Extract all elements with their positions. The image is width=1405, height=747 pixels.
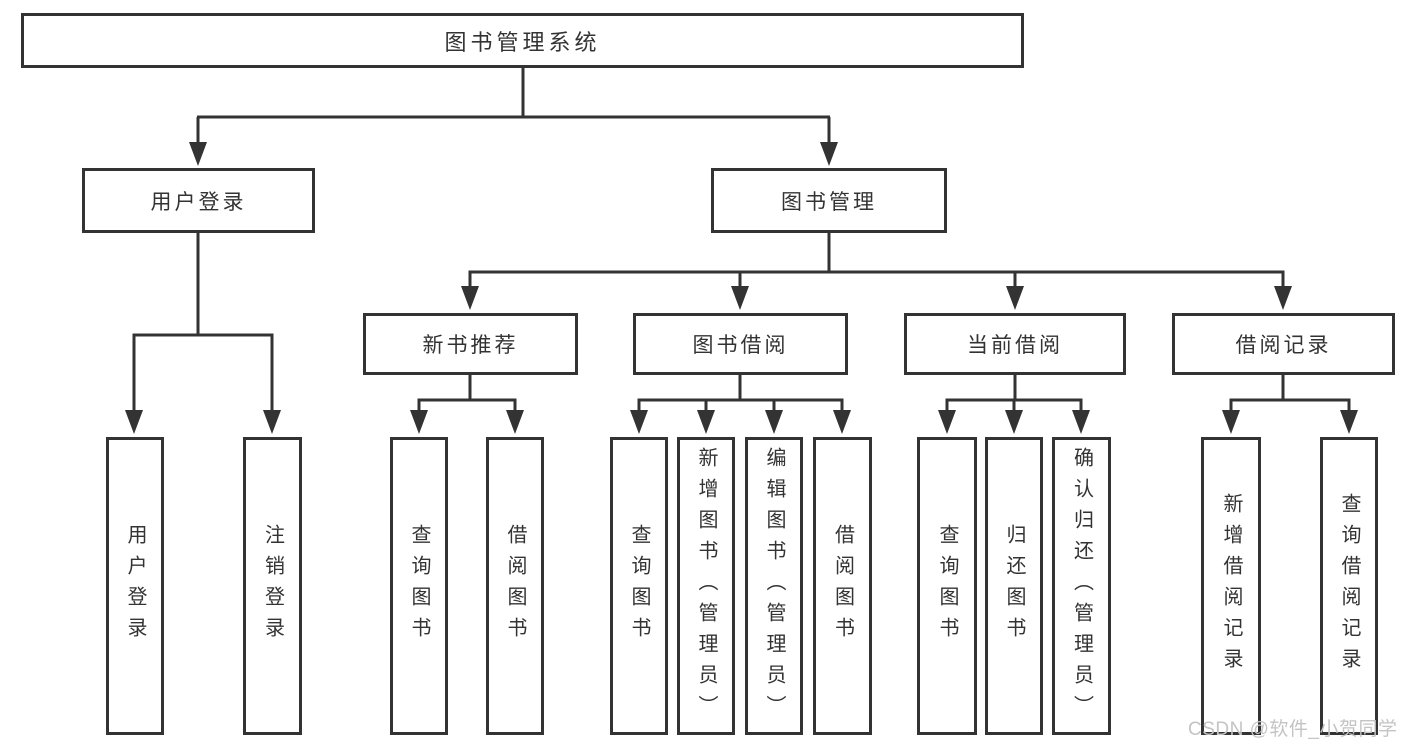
node-library-management-system: 图书管理系统 (21, 13, 1024, 68)
leaf-label: 查询图书 (628, 524, 650, 648)
node-new-book-recommend: 新书推荐 (363, 313, 578, 375)
node-label: 用户登录 (150, 190, 247, 214)
leaf-query-books-borrowing: 查询图书 (610, 437, 668, 735)
leaf-user-login: 用户登录 (106, 437, 164, 735)
node-label: 新书推荐 (422, 334, 519, 357)
leaf-label: 注销登录 (261, 524, 284, 648)
leaf-query-books-current: 查询图书 (917, 437, 977, 735)
node-current-borrowing: 当前借阅 (904, 313, 1126, 375)
node-label: 图书管理系统 (444, 29, 601, 55)
leaf-edit-books-admin: 编辑图书（管理员） (745, 437, 803, 735)
leaf-add-books-admin: 新增图书（管理员） (677, 437, 735, 735)
leaf-label: 借阅图书 (831, 524, 854, 648)
leaf-label: 查询图书 (408, 524, 430, 648)
leaf-borrow-books-recommend: 借阅图书 (486, 437, 544, 735)
leaf-query-borrow-record: 查询借阅记录 (1320, 437, 1378, 735)
node-borrowing-records: 借阅记录 (1172, 313, 1395, 375)
node-book-management: 图书管理 (711, 168, 947, 233)
leaf-label: 新增图书（管理员） (695, 446, 717, 726)
leaf-label: 查询借阅记录 (1338, 493, 1360, 679)
leaf-logout: 注销登录 (243, 437, 302, 735)
leaf-label: 借阅图书 (504, 524, 526, 648)
leaf-label: 新增借阅记录 (1220, 493, 1242, 679)
node-label: 借阅记录 (1235, 334, 1332, 357)
node-label: 当前借阅 (967, 334, 1063, 357)
node-book-borrowing: 图书借阅 (633, 313, 848, 375)
leaf-label: 查询图书 (936, 524, 958, 648)
leaf-query-books-recommend: 查询图书 (390, 437, 448, 735)
leaf-label: 归还图书 (1003, 524, 1025, 648)
leaf-return-books: 归还图书 (985, 437, 1043, 735)
leaf-add-borrow-record: 新增借阅记录 (1201, 437, 1261, 735)
leaf-label: 用户登录 (124, 524, 146, 648)
watermark: CSDN @软件_小贺同学 (1188, 719, 1398, 740)
node-user-login: 用户登录 (82, 168, 315, 233)
node-label: 图书管理 (781, 190, 877, 214)
leaf-label: 确认归还（管理员） (1070, 446, 1093, 726)
leaf-confirm-return-admin: 确认归还（管理员） (1052, 437, 1111, 735)
node-label: 图书借阅 (692, 334, 789, 357)
leaf-label: 编辑图书（管理员） (763, 446, 785, 726)
leaf-borrow-books-borrowing: 借阅图书 (813, 437, 872, 735)
